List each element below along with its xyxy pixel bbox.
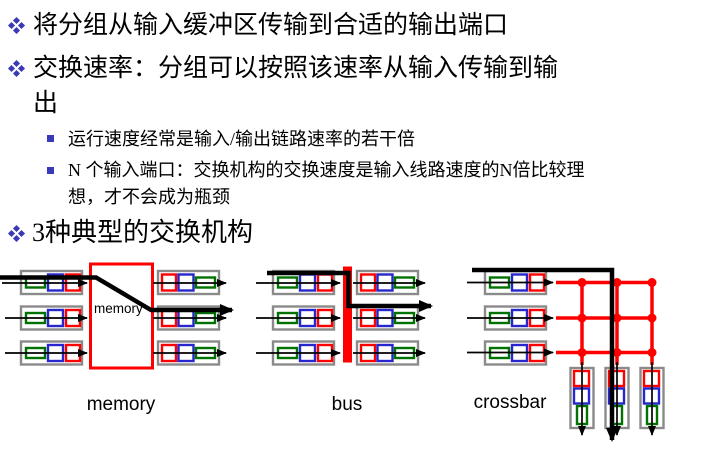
sub-bullet-2-text-line1: N 个输入端口：交换机构的交换速度是输入线路速度的N倍比较理 [68,160,585,180]
memory-diagram: memory memory [0,262,234,415]
heading-text: 3种典型的交换机构 [32,218,254,247]
bullet-1-text: 将分组从输入缓冲区传输到合适的输出端口 [33,12,509,39]
crosspoint [612,348,622,357]
crosspoint [612,313,622,323]
sub-bullet-item-1: 运行速度经常是输入/输出链路速率的若干倍 [0,126,713,153]
bus-diagram-label: bus [332,394,363,415]
crosspoint [647,278,657,287]
bullet-item-1: 将分组从输入缓冲区传输到合适的输出端口 [0,8,713,43]
crossbar-diagram-label: crossbar [474,392,548,413]
crosspoint [577,348,587,357]
sub-bullet-item-2: N 个输入端口：交换机构的交换速度是输入线路速度的N倍比较理 想，才不会成为瓶颈 [0,157,713,211]
bullet-item-2: 交换速率：分组可以按照该速率从输入传输到输 出 [0,51,713,121]
heading-item: 3种典型的交换机构 [0,213,713,253]
bus-bar [343,266,352,363]
crosspoint [612,278,622,287]
bullet-2-text-line2: 出 [33,90,59,117]
crosspoint [647,313,657,323]
crosspoint [577,313,587,323]
crosspoint [577,278,587,287]
memory-box-label: memory [94,301,143,316]
memory-diagram-label: memory [87,394,156,415]
packet-path [0,275,234,316]
crosspoint [647,348,657,357]
crossbar-diagram: crossbar [467,267,665,442]
packet-path [472,267,618,442]
packet-path [267,270,433,312]
bullet-2-text-line1: 交换速率：分组可以按照该速率从输入传输到输 [33,55,559,82]
sub-bullet-2-text-line2: 想，才不会成为瓶颈 [68,187,230,207]
bus-diagram: bus [256,266,433,415]
square-bullet-icon [47,135,54,142]
square-bullet-icon [47,167,54,174]
sub-bullet-1-text: 运行速度经常是输入/输出链路速率的若干倍 [68,129,415,149]
